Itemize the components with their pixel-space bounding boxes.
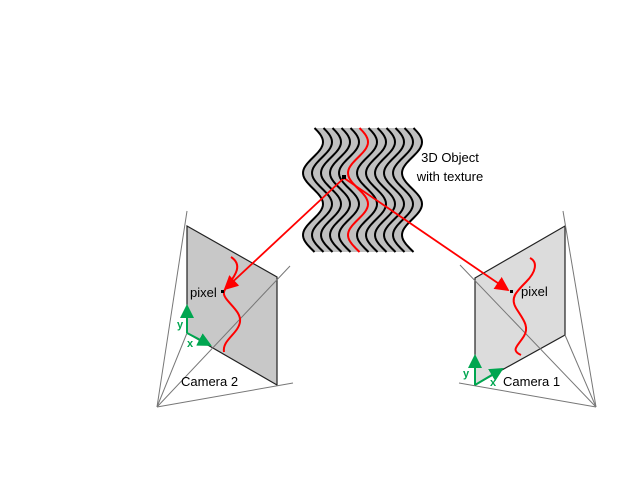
y-axis-label: y <box>177 319 184 331</box>
pixel-dot <box>221 290 224 293</box>
texture-line <box>392 127 415 253</box>
texture-line <box>365 127 388 253</box>
frustum-line <box>156 382 294 408</box>
texture-line <box>338 127 361 253</box>
frustum-line <box>564 334 597 408</box>
camera-1: pixel y x Camera 1 <box>458 210 597 408</box>
object-label-line1: 3D Object <box>421 150 479 165</box>
texture-line <box>383 127 406 253</box>
texture-line <box>302 127 325 253</box>
pixel-dot <box>510 290 513 293</box>
x-axis-arrow <box>474 367 504 386</box>
frustum-line <box>156 265 291 408</box>
camera-2-label: Camera 2 <box>181 374 238 389</box>
object-label-line2: with texture <box>416 169 483 184</box>
camera-2: pixel y x Camera 2 <box>156 210 294 408</box>
frustum-line <box>156 210 188 408</box>
projection-ray-camera-2 <box>223 177 345 291</box>
texture-line <box>320 127 343 253</box>
texture-line <box>329 127 352 253</box>
x-axis-label: x <box>490 377 497 389</box>
pixel-label: pixel <box>521 284 548 299</box>
pixel-label: pixel <box>190 285 217 300</box>
frustum-line <box>459 264 597 408</box>
texture-line <box>311 127 334 253</box>
x-axis-arrow <box>186 332 212 346</box>
frustum-line <box>562 210 597 408</box>
projected-curve <box>512 257 536 356</box>
y-axis-label: y <box>463 368 470 380</box>
texture-line <box>374 127 397 253</box>
x-axis-label: x <box>187 338 194 350</box>
frustum-line <box>458 382 597 408</box>
camera-1-label: Camera 1 <box>503 374 560 389</box>
frustum-line <box>156 332 188 408</box>
texture-curve-highlighted <box>347 127 370 253</box>
texture-line <box>401 127 424 253</box>
texture-line <box>356 127 379 253</box>
object-point <box>342 175 346 179</box>
projection-ray-camera-1 <box>343 177 510 292</box>
